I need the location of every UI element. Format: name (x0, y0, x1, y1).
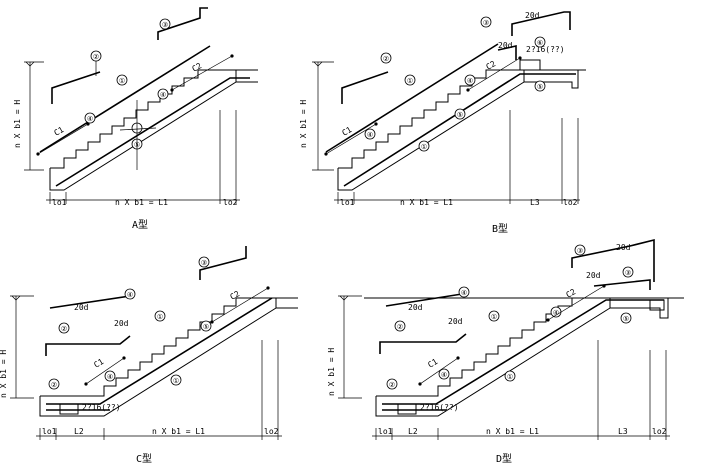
panel-b: n X b1 = H 20d 20d 2?16(??) ② ③ ① ④ ④ ① … (299, 11, 586, 235)
svg-text:①: ① (491, 313, 497, 321)
panel-title: B型 (492, 222, 508, 235)
svg-text:⑤: ⑤ (203, 323, 209, 331)
svg-text:④: ④ (87, 115, 93, 123)
svg-text:①: ① (421, 143, 427, 151)
svg-text:C1: C1 (92, 357, 105, 370)
svg-text:①: ① (119, 77, 125, 85)
svg-text:③: ③ (577, 247, 583, 255)
svg-text:20d: 20d (616, 243, 631, 252)
svg-text:③: ③ (162, 21, 168, 29)
svg-text:L2: L2 (408, 427, 418, 436)
svg-text:20d: 20d (114, 319, 129, 328)
svg-text:④: ④ (467, 77, 473, 85)
svg-text:n X b1 = L1: n X b1 = L1 (400, 198, 453, 207)
stair-profile (325, 43, 586, 191)
svg-text:④: ④ (107, 373, 113, 381)
panel-d: n X b1 = H 20d 20d 20d 20d 2?16(??) ④ ② … (327, 238, 684, 465)
svg-text:C2: C2 (191, 61, 204, 74)
svg-text:④: ④ (160, 91, 166, 99)
svg-text:lo1: lo1 (52, 198, 67, 207)
svg-text:②: ② (383, 55, 389, 63)
svg-text:C2: C2 (229, 289, 242, 302)
svg-text:20d: 20d (74, 303, 89, 312)
svg-text:C2: C2 (565, 287, 578, 300)
svg-text:20d: 20d (586, 271, 601, 280)
svg-text:②: ② (397, 323, 403, 331)
height-dimension: n X b1 = H (327, 295, 362, 399)
svg-text:lo2: lo2 (264, 427, 279, 436)
svg-text:②: ② (61, 325, 67, 333)
svg-text:lo2: lo2 (223, 198, 238, 207)
svg-text:n X b1 = L1: n X b1 = L1 (152, 427, 205, 436)
svg-text:lo1: lo1 (378, 427, 393, 436)
svg-text:C1: C1 (341, 125, 354, 138)
svg-text:20d: 20d (448, 317, 463, 326)
height-dimension: n X b1 = H (299, 61, 334, 171)
svg-text:20d: 20d (525, 11, 540, 20)
stair-profile (39, 45, 258, 191)
svg-text:①: ① (407, 77, 413, 85)
span-dimension: lo1 L2 n X b1 = L1 L3 lo2 (372, 340, 670, 440)
svg-text:④: ④ (553, 309, 559, 317)
svg-text:①: ① (173, 377, 179, 385)
panel-title: D型 (496, 452, 512, 465)
svg-text:④: ④ (461, 289, 467, 297)
svg-text:⑤: ⑤ (623, 315, 629, 323)
stair-profile (39, 297, 298, 417)
panel-title: A型 (132, 218, 148, 231)
span-dimension: lo1 n X b1 = L1 L3 lo2 (334, 110, 580, 207)
svg-text:L3: L3 (618, 427, 628, 436)
svg-text:④: ④ (441, 371, 447, 379)
svg-text:20d: 20d (498, 41, 513, 50)
callouts: ④ ② ③ ① ⑤ ① ④ ② (48, 256, 212, 390)
callouts: ② ③ ① ④ ④ ⑤ (84, 18, 171, 170)
svg-text:L3: L3 (530, 198, 540, 207)
svg-text:①: ① (157, 313, 163, 321)
svg-text:②: ② (51, 381, 57, 389)
height-label: n X b1 = H (13, 100, 22, 148)
svg-text:①: ① (507, 373, 513, 381)
svg-text:②: ② (389, 381, 395, 389)
span-dimension: lo1 L2 n X b1 = L1 lo2 (36, 340, 282, 440)
svg-text:L2: L2 (74, 427, 84, 436)
height-label: n X b1 = H (0, 350, 8, 398)
callouts: ④ ② ③ ③ ① ④ ① ④ ② ⑤ (386, 244, 634, 390)
svg-text:④: ④ (367, 131, 373, 139)
svg-text:C1: C1 (53, 125, 66, 138)
svg-text:n X b1 = L1: n X b1 = L1 (486, 427, 539, 436)
svg-text:20d: 20d (408, 303, 423, 312)
svg-text:2?16(??): 2?16(??) (420, 403, 459, 412)
svg-text:C2: C2 (485, 59, 498, 72)
svg-text:lo1: lo1 (42, 427, 57, 436)
height-label: n X b1 = H (299, 100, 308, 148)
svg-text:lo2: lo2 (563, 198, 578, 207)
height-dimension: n X b1 = H (0, 295, 34, 399)
height-label: n X b1 = H (327, 348, 336, 396)
svg-text:lo2: lo2 (652, 427, 667, 436)
callouts: ② ③ ① ④ ④ ① ⑤ ⑤ ⑥ (364, 16, 546, 152)
svg-text:③: ③ (201, 259, 207, 267)
svg-text:lo1: lo1 (340, 198, 355, 207)
panel-title: C型 (136, 452, 152, 465)
svg-text:2?16(??): 2?16(??) (526, 45, 565, 54)
panel-a: n X b1 = H ② ③ ① ④ ④ ⑤ C1 (13, 7, 258, 231)
panel-c: n X b1 = H 20d 20d 2?16(??) ④ ② ③ ① ⑤ ① … (0, 246, 298, 465)
svg-text:C1: C1 (426, 357, 439, 370)
svg-text:⑤: ⑤ (537, 83, 543, 91)
svg-text:③: ③ (483, 19, 489, 27)
svg-text:n X b1 = L1: n X b1 = L1 (115, 198, 168, 207)
svg-text:⑥: ⑥ (537, 39, 543, 47)
svg-text:④: ④ (127, 291, 133, 299)
stair-profile (364, 297, 684, 417)
height-dimension: n X b1 = H (13, 61, 44, 171)
svg-text:2?16(??): 2?16(??) (82, 403, 121, 412)
svg-text:⑤: ⑤ (457, 111, 463, 119)
span-dimension: lo1 n X b1 = L1 lo2 (46, 110, 240, 207)
svg-text:③: ③ (625, 269, 631, 277)
svg-text:②: ② (93, 53, 99, 61)
